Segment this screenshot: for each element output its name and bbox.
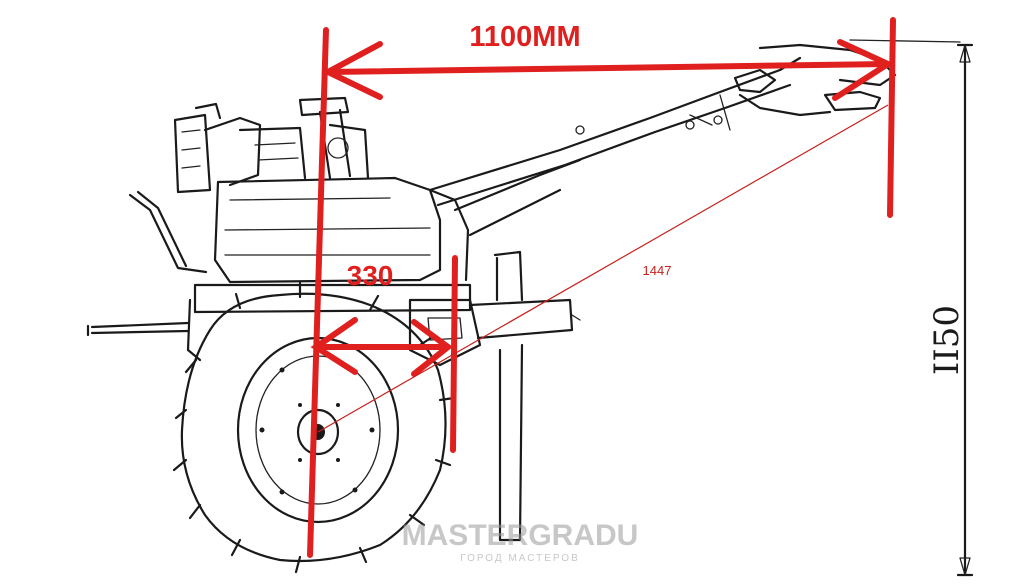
exhaust-stack — [298, 96, 370, 180]
height-dimension-line — [849, 39, 974, 577]
engine-block — [173, 102, 470, 284]
diagonal-label: 1447 — [643, 263, 672, 278]
length-arrow — [321, 39, 895, 101]
tool-bracket — [468, 250, 581, 542]
offset-label: 330 — [347, 260, 394, 291]
length-label: 1100MM — [469, 21, 580, 53]
watermark-text: MASTERGRADU — [402, 519, 639, 552]
dimension-annotations — [307, 17, 896, 558]
handlebars — [428, 43, 897, 237]
front-hitch-bar — [86, 190, 208, 337]
frame-body — [186, 283, 482, 367]
tiller-sketch — [86, 39, 974, 577]
offset-arrow — [310, 317, 453, 377]
handle-vertical-marker — [887, 17, 896, 218]
height-label: II50 — [927, 305, 967, 375]
diagonal-line — [317, 104, 889, 433]
watermark-subtext: ГОРОД МАСТЕРОВ — [460, 553, 580, 564]
axis-vertical-marker — [307, 27, 329, 558]
